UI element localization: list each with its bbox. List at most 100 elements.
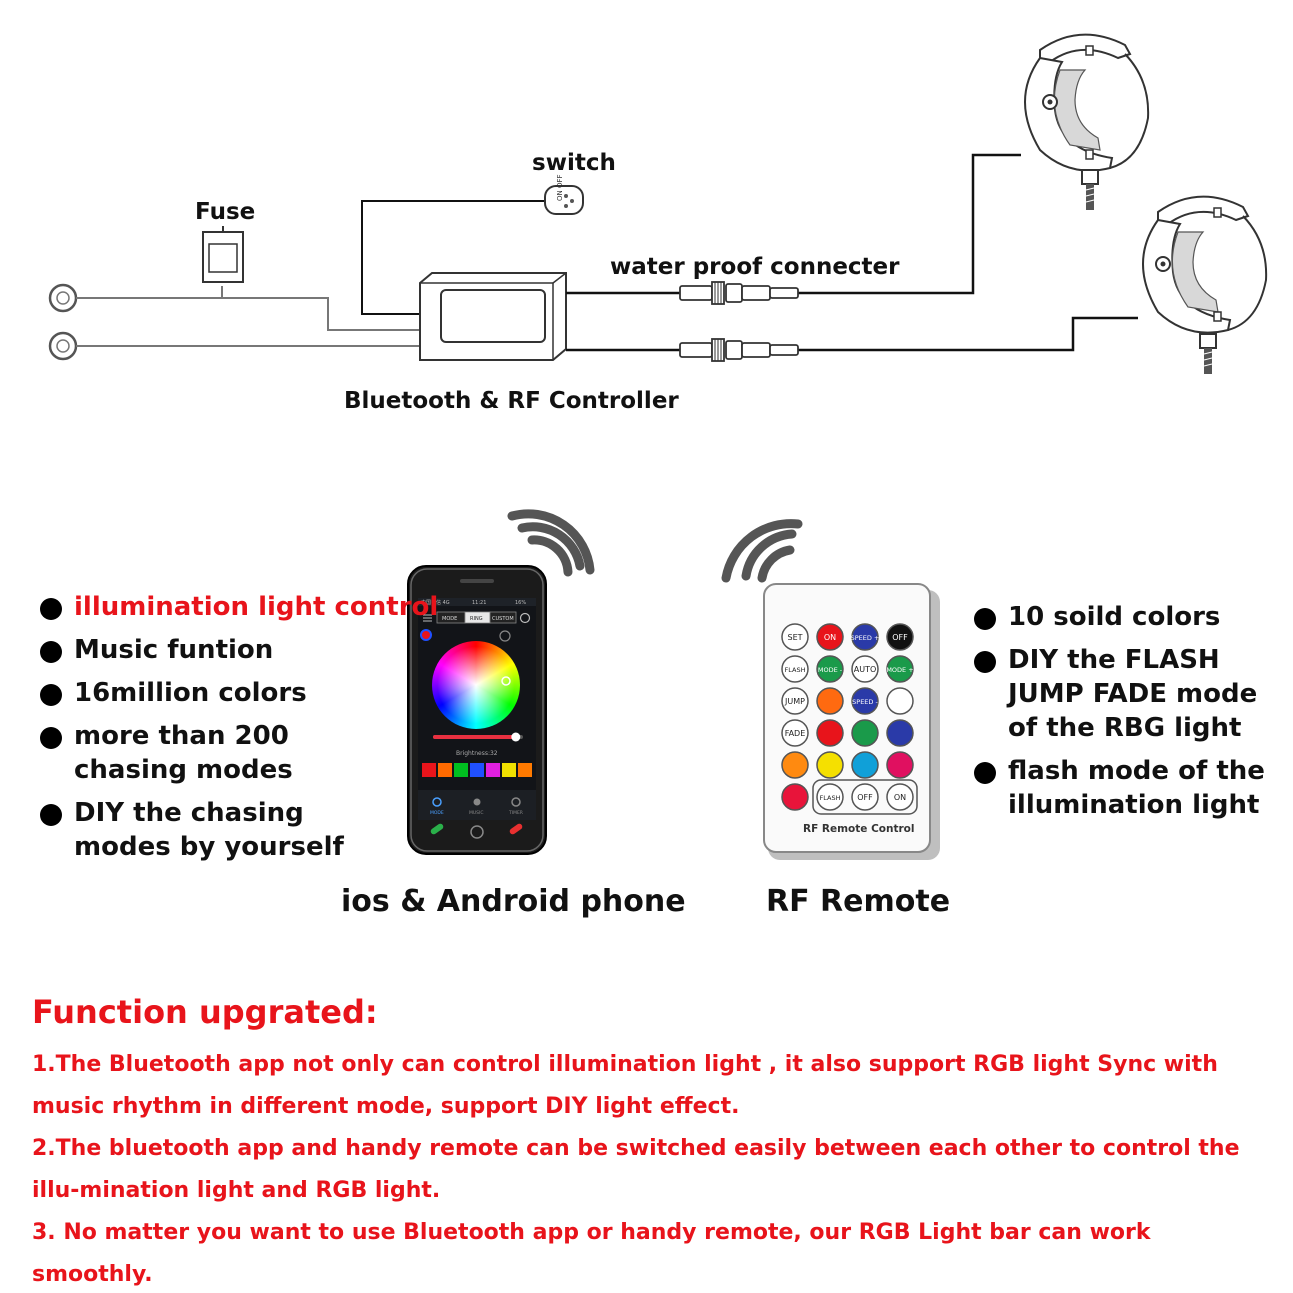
switch-label: switch [532, 150, 616, 176]
phone-tab-custom[interactable] [489, 611, 517, 624]
phone-call-icon[interactable] [430, 823, 445, 836]
led-pod-light-1 [1024, 33, 1150, 210]
remote-button[interactable]: MODE - [816, 655, 844, 683]
remote-button[interactable] [886, 687, 914, 715]
controller-label: Bluetooth & RF Controller [344, 388, 679, 414]
remote-button[interactable] [816, 719, 844, 747]
rocker-switch: ON OFF [544, 174, 584, 215]
rf-remote: RF Remote Control SET ON SPEED + OFF FLASH MO… [763, 583, 940, 860]
phone-feature-item: Music funtion [40, 633, 438, 667]
remote-button[interactable] [851, 719, 879, 747]
remote-button[interactable]: JUMP [781, 687, 809, 715]
remote-mode-group-outline [812, 779, 918, 815]
color-swatch[interactable] [422, 763, 436, 777]
brightness-label: Brightness:32 [456, 750, 498, 757]
color-wheel-picker[interactable] [501, 676, 511, 686]
nav-music-icon[interactable] [473, 798, 481, 806]
fuse-holder [202, 226, 244, 283]
waterproof-connector-2 [679, 338, 799, 362]
color-swatch[interactable] [454, 763, 468, 777]
color-swatch[interactable] [486, 763, 500, 777]
remote-button-label: OFF [857, 793, 873, 802]
phone-settings-icon[interactable] [519, 612, 531, 624]
waterproof-connector-label: water proof connecter [610, 254, 900, 280]
remote-button[interactable]: ON [886, 783, 914, 811]
remote-button[interactable] [886, 751, 914, 779]
remote-button-label: AUTO [854, 665, 877, 674]
remote-button-label: FADE [785, 729, 806, 738]
remote-signal-icon [721, 519, 803, 583]
remote-button-label: ON [894, 793, 906, 802]
remote-feature-item: 10 soild colors [974, 600, 1265, 634]
remote-button-label: OFF [892, 633, 908, 642]
phone-power-icon[interactable] [499, 630, 511, 642]
phone-tab-ring-label: RING [470, 616, 483, 622]
remote-button-label: SPEED + [851, 634, 880, 642]
switch-face-label: ON OFF [556, 174, 564, 201]
phone-tab-custom-label: CUSTOM [492, 616, 514, 622]
home-button[interactable] [470, 825, 484, 839]
remote-button[interactable]: FADE [781, 719, 809, 747]
remote-button[interactable] [886, 719, 914, 747]
nav-timer-icon[interactable] [511, 797, 521, 807]
color-swatch[interactable] [502, 763, 516, 777]
function-paragraph-2: 2.The bluetooth app and handy remote can… [32, 1136, 1240, 1203]
remote-button-label: JUMP [784, 697, 805, 706]
nav-timer-label: TIMER [508, 810, 523, 816]
switch-wire [361, 200, 549, 315]
nav-music-label: MUSIC [469, 810, 484, 816]
remote-brand-label: RF Remote Control [803, 823, 914, 835]
smartphone: 中国电信 4G 11:21 16% MODE RING CUSTOM [407, 565, 547, 855]
remote-button[interactable]: FLASH [816, 783, 844, 811]
remote-button[interactable] [781, 783, 809, 811]
remote-button-label: MODE - [818, 666, 843, 674]
brightness-fill [433, 735, 516, 739]
phone-hangup-icon[interactable] [509, 823, 524, 836]
nav-mode-icon[interactable] [432, 797, 442, 807]
remote-button[interactable] [851, 751, 879, 779]
controller-box [419, 272, 567, 361]
remote-button[interactable]: SPEED - [851, 687, 879, 715]
function-paragraph-1: 1.The Bluetooth app not only can control… [32, 1052, 1218, 1119]
color-swatch[interactable] [518, 763, 532, 777]
phone-feature-item: illumination light control [40, 590, 438, 624]
phone-status-battery: 16% [515, 600, 526, 606]
remote-button-label: FLASH [785, 666, 806, 674]
color-swatch-row [422, 763, 532, 777]
remote-button[interactable] [781, 751, 809, 779]
remote-button[interactable]: FLASH [781, 655, 809, 683]
remote-button-label: ON [824, 633, 836, 642]
color-swatch[interactable] [470, 763, 484, 777]
color-swatch[interactable] [438, 763, 452, 777]
remote-button[interactable]: ON [816, 623, 844, 651]
phone-tab-mode-label: MODE [442, 616, 457, 622]
remote-button-label: MODE + [886, 666, 913, 674]
remote-button[interactable]: MODE + [886, 655, 914, 683]
remote-button[interactable] [816, 751, 844, 779]
phone-menu-icon[interactable] [423, 614, 432, 622]
remote-button[interactable]: OFF [851, 783, 879, 811]
remote-button-label: SET [787, 633, 802, 642]
remote-button[interactable]: SET [781, 623, 809, 651]
waterproof-connector-1 [679, 281, 799, 305]
remote-button[interactable]: OFF [886, 623, 914, 651]
brightness-knob[interactable] [511, 732, 521, 742]
phone-mini-wheel-icon [420, 629, 432, 641]
battery-terminal-negative [48, 331, 78, 361]
remote-button[interactable] [816, 687, 844, 715]
remote-button-grid: SET ON SPEED + OFF FLASH MODE - AUTO MODE + JUMP… [781, 623, 918, 815]
remote-button[interactable]: SPEED + [851, 623, 880, 651]
remote-button-label: FLASH [820, 794, 841, 802]
phone-status-carrier: 中国电信 4G [421, 599, 450, 606]
phone-feature-item: 16million colors [40, 676, 438, 710]
remote-button[interactable]: AUTO [851, 655, 879, 683]
remote-label: RF Remote [766, 884, 951, 919]
fuse-label: Fuse [195, 199, 256, 225]
